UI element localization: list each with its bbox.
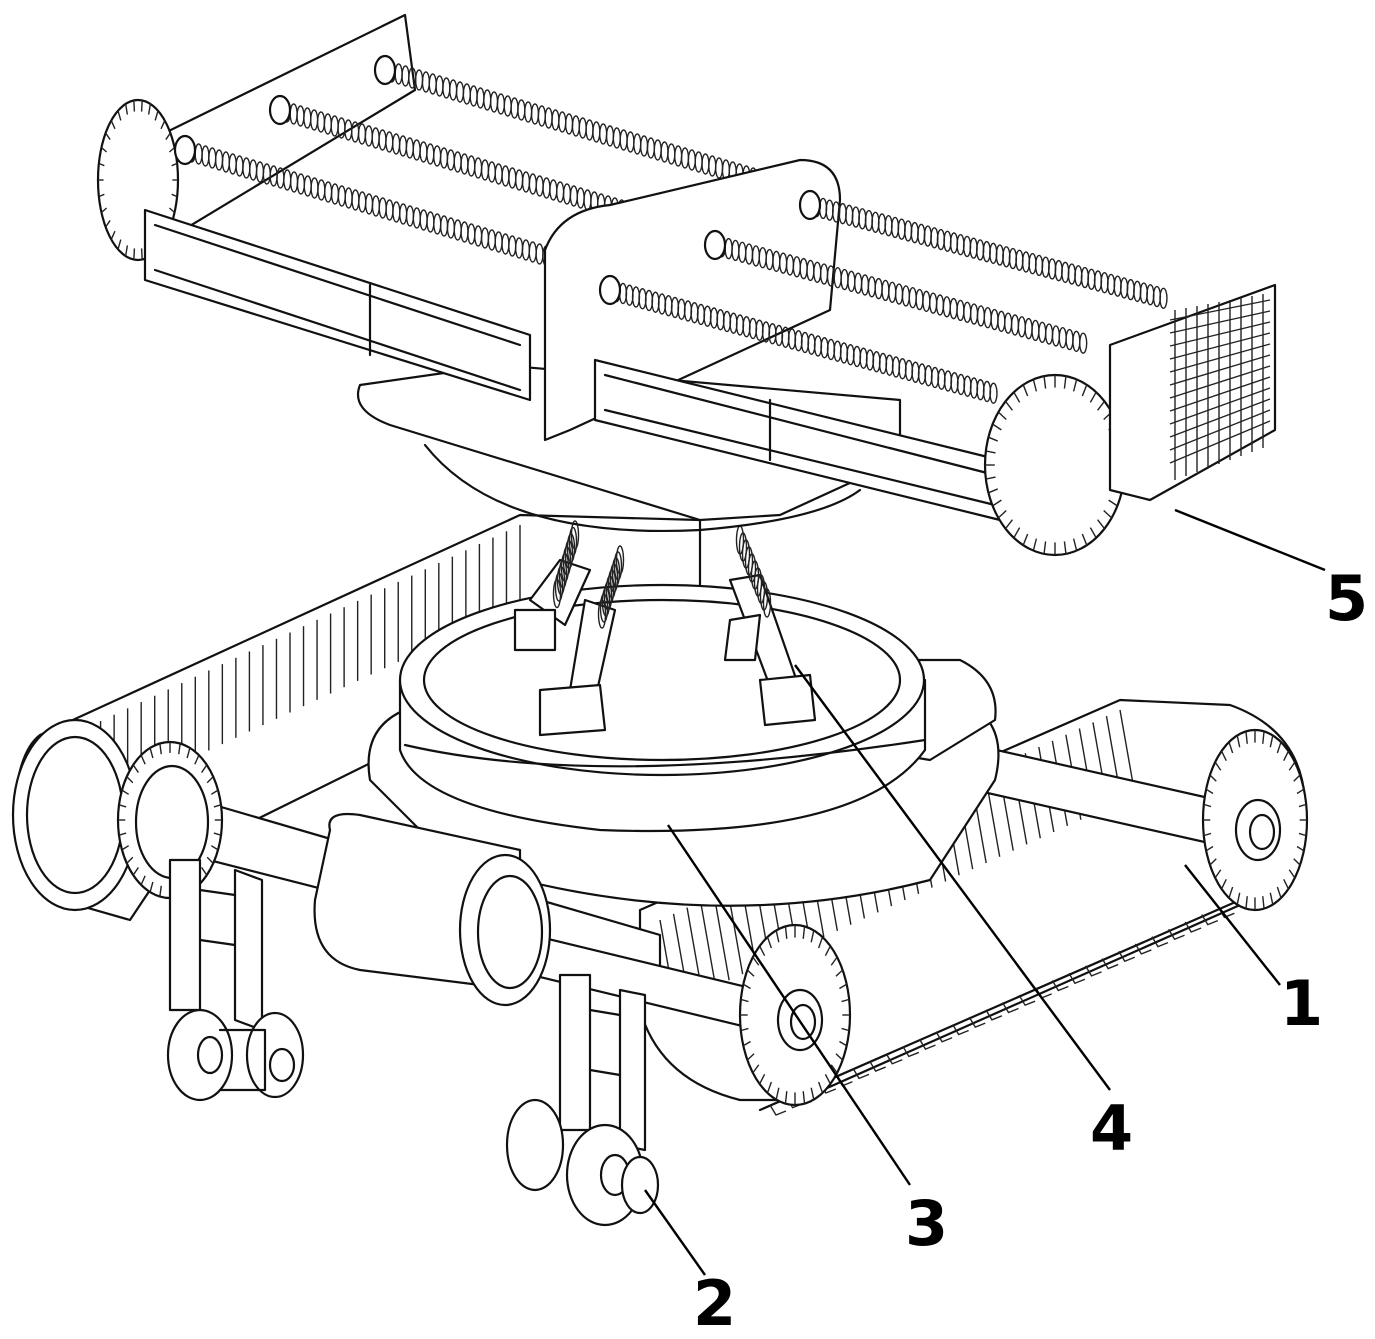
- callout-1: 1: [1184, 864, 1323, 1040]
- callout-label-3: 3: [905, 1187, 948, 1260]
- right-caster-wheel: [505, 973, 660, 1227]
- callout-label-2: 2: [693, 1267, 736, 1339]
- callout-label-1: 1: [1280, 967, 1323, 1040]
- callout-5: 5: [1174, 508, 1368, 635]
- left-caster-wheel: [166, 858, 305, 1102]
- callout-2: 2: [644, 1189, 736, 1339]
- rear-right-sprocket: [1201, 728, 1309, 912]
- callout-label-4: 4: [1090, 1092, 1133, 1165]
- upper-module: [96, 13, 1277, 557]
- callout-4: 4: [794, 664, 1133, 1165]
- callout-3: 3: [667, 824, 948, 1260]
- callout-label-5: 5: [1325, 562, 1368, 635]
